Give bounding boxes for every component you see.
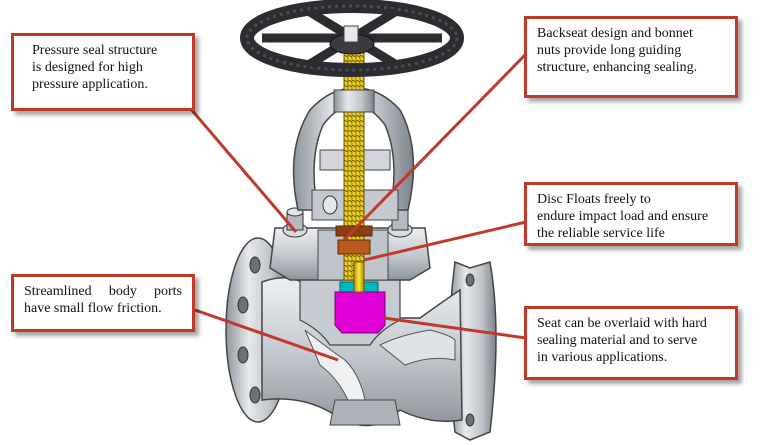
callout-pressure-seal: Pressure seal structure is designed for …: [11, 33, 195, 111]
callout-ports-line-1: Streamlined body ports: [24, 284, 182, 299]
leader-backseat: [342, 52, 528, 242]
leader-ports: [194, 308, 339, 362]
callout-ports-line-2: have small flow friction.: [24, 301, 162, 316]
callout-pressure-seal-line-1: Pressure seal structure: [32, 43, 158, 58]
callout-pressure-seal-line-3: pressure application.: [32, 77, 148, 92]
leader-lines: [188, 52, 528, 362]
callout-backseat-line-2: nuts provide long guiding: [537, 43, 682, 58]
leader-disc: [363, 220, 527, 262]
leader-seat: [383, 316, 527, 340]
callout-backseat-line-1: Backseat design and bonnet: [537, 26, 693, 41]
leader-pressure-seal: [188, 107, 298, 233]
valve-disc: [334, 261, 386, 334]
callout-ports: Streamlined body ports have small flow f…: [11, 274, 195, 332]
valve-foot: [329, 399, 401, 426]
callout-disc-line-1: Disc Floats freely to: [537, 192, 651, 207]
callout-disc-line-2: endure impact load and ensure: [537, 209, 709, 224]
callout-pressure-seal-line-2: is designed for high: [32, 60, 143, 75]
callout-seat-line-2: sealing material and to serve: [537, 333, 698, 348]
callout-seat: Seat can be overlaid with hard sealing m…: [524, 306, 738, 380]
callout-seat-line-1: Seat can be overlaid with hard: [537, 316, 707, 331]
handwheel: [240, 0, 464, 77]
callout-backseat-line-3: structure, enhancing sealing.: [537, 60, 698, 75]
callout-backseat: Backseat design and bonnet nuts provide …: [524, 16, 738, 98]
callout-disc: Disc Floats freely to endure impact load…: [524, 182, 738, 246]
callout-seat-line-3: in various applications.: [537, 350, 668, 365]
callout-disc-line-3: the reliable service life: [537, 226, 665, 241]
